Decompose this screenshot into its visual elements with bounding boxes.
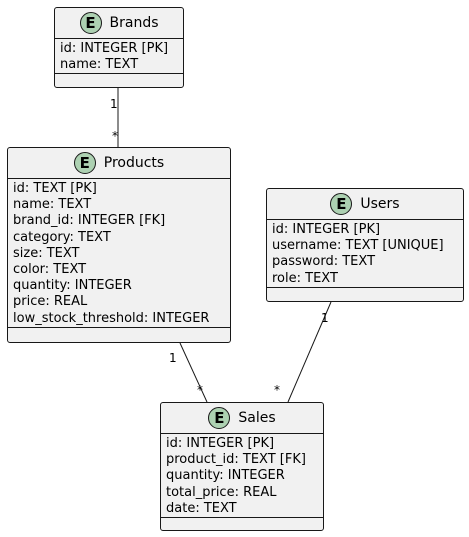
relation-products-sales-line [179,342,208,403]
entity-products-methods [8,328,230,337]
entity-sales-header: E Sales [161,403,323,434]
entity-field: low_stock_threshold: INTEGER [13,310,210,326]
entity-users-title: Users [360,196,400,212]
entity-users-methods [267,288,463,297]
entity-e-badge-icon: E [73,152,96,174]
entity-e-badge-icon: E [79,12,102,34]
entity-products-header: E Products [8,148,230,179]
entity-brands-title: Brands [109,15,159,31]
entity-products-title: Products [103,155,165,171]
relation-users-sales-line [287,301,332,403]
entity-field: brand_id: INTEGER [FK] [13,213,166,229]
entity-brands-header: E Brands [55,8,183,39]
entity-field: name: TEXT [60,57,139,73]
entity-field: id: INTEGER [PK] [166,436,275,451]
entity-field: price: REAL [13,294,88,310]
entity-users-header: E Users [267,189,463,220]
entity-field: size: TEXT [13,245,80,261]
entity-brands-methods [55,74,183,83]
entity-products-fields: id: TEXT [PK] name: TEXT brand_id: INTEG… [8,179,230,328]
entity-brands[interactable]: E Brands id: INTEGER [PK] name: TEXT [54,7,184,88]
entity-field: id: INTEGER [PK] [272,222,381,237]
relation-brands-products-to-label: * [112,129,118,143]
entity-sales-fields: id: INTEGER [PK] product_id: TEXT [FK] q… [161,434,323,519]
entity-field: id: TEXT [PK] [13,181,97,196]
entity-field: role: TEXT [272,270,338,286]
entity-field: color: TEXT [13,262,87,278]
entity-field: id: INTEGER [PK] [60,41,169,56]
entity-e-badge-icon: E [208,407,231,429]
relation-products-sales-to-label: * [197,383,203,397]
entity-sales-title: Sales [238,410,276,426]
entity-field: product_id: TEXT [FK] [166,452,306,468]
entity-field: quantity: INTEGER [13,278,132,294]
entity-field: name: TEXT [13,197,92,213]
entity-field: username: TEXT [UNIQUE] [272,238,444,254]
entity-field: date: TEXT [166,500,237,516]
entity-e-badge-icon: E [330,193,353,215]
relation-users-sales-to-label: * [274,383,280,397]
relation-products-sales-from-label: 1 [169,351,177,365]
entity-users-fields: id: INTEGER [PK] username: TEXT [UNIQUE]… [267,220,463,288]
entity-users[interactable]: E Users id: INTEGER [PK] username: TEXT … [266,188,464,302]
entity-field: category: TEXT [13,229,111,245]
entity-field: password: TEXT [272,254,376,270]
entity-field: quantity: INTEGER [166,468,285,484]
entity-brands-fields: id: INTEGER [PK] name: TEXT [55,39,183,75]
relation-brands-products-from-label: 1 [110,97,118,111]
entity-sales-methods [161,518,323,527]
entity-field: total_price: REAL [166,484,277,500]
relation-users-sales-from-label: 1 [321,311,329,325]
entity-sales[interactable]: E Sales id: INTEGER [PK] product_id: TEX… [160,402,324,531]
entity-products[interactable]: E Products id: TEXT [PK] name: TEXT bran… [7,147,231,343]
